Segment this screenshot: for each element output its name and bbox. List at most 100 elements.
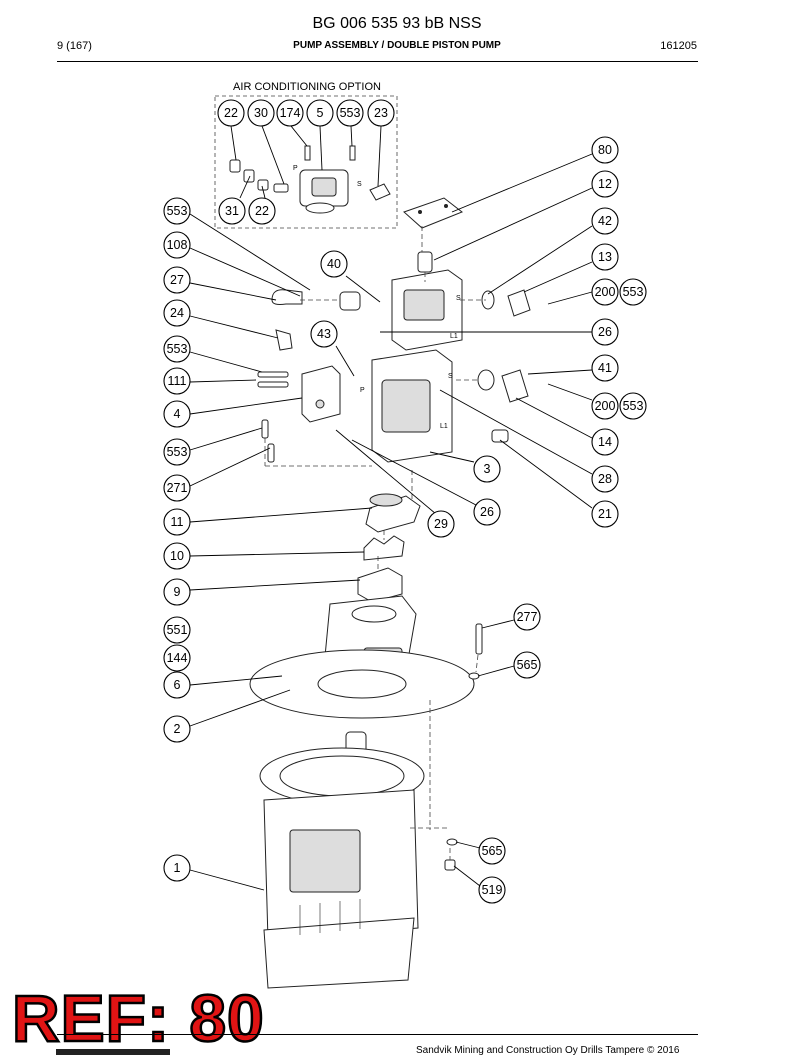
callout-111: 111: [163, 367, 191, 395]
callout-22: 22: [248, 197, 276, 225]
air-conditioning-option-box: AIR CONDITIONING OPTION P S: [214, 81, 398, 229]
svg-text:108: 108: [167, 238, 188, 252]
callout-553: 553: [619, 392, 647, 420]
callout-43: 43: [310, 320, 338, 348]
svg-text:1: 1: [174, 861, 181, 875]
date-code: 161205: [660, 40, 697, 52]
svg-text:43: 43: [317, 327, 331, 341]
svg-text:144: 144: [167, 651, 188, 665]
callout-6: 6: [163, 671, 191, 699]
svg-text:23: 23: [374, 106, 388, 120]
callout-22: 22: [217, 99, 245, 127]
callout-553: 553: [336, 99, 364, 127]
valve-mark: P: [293, 165, 298, 172]
svg-text:3: 3: [484, 462, 491, 476]
valve-mark: P: [360, 387, 365, 394]
assembly-lines: [264, 226, 486, 860]
header-rule: [57, 61, 698, 62]
svg-text:26: 26: [480, 505, 494, 519]
svg-text:551: 551: [167, 623, 188, 637]
callout-553: 553: [163, 335, 191, 363]
svg-text:12: 12: [598, 177, 612, 191]
valve-mark: S: [357, 181, 362, 188]
callout-41: 41: [591, 354, 619, 382]
callout-519: 519: [478, 876, 506, 904]
valve-mark: S: [456, 295, 461, 302]
company-logo: [56, 1049, 170, 1055]
svg-text:4: 4: [174, 407, 181, 421]
svg-text:24: 24: [170, 306, 184, 320]
callout-26: 26: [591, 318, 619, 346]
svg-text:80: 80: [598, 143, 612, 157]
callout-1: 1: [163, 854, 191, 882]
callout-26: 26: [473, 498, 501, 526]
svg-text:31: 31: [225, 204, 239, 218]
leader-lines: [189, 125, 593, 891]
callout-551: 551: [163, 616, 191, 644]
svg-text:42: 42: [598, 214, 612, 228]
callout-14: 14: [591, 428, 619, 456]
svg-text:553: 553: [623, 285, 644, 299]
callout-565: 565: [513, 651, 541, 679]
callout-40: 40: [320, 250, 348, 278]
callout-553: 553: [619, 278, 647, 306]
callout-200: 200: [591, 278, 619, 306]
svg-text:565: 565: [517, 658, 538, 672]
callout-28: 28: [591, 465, 619, 493]
svg-text:2: 2: [174, 722, 181, 736]
callout-565: 565: [478, 837, 506, 865]
svg-text:174: 174: [280, 106, 301, 120]
svg-text:14: 14: [598, 435, 612, 449]
callout-174: 174: [276, 99, 304, 127]
svg-text:22: 22: [255, 204, 269, 218]
callout-21: 21: [591, 500, 619, 528]
callout-553: 553: [163, 197, 191, 225]
callout-2: 2: [163, 715, 191, 743]
footer-copyright: Sandvik Mining and Construction Oy Drill…: [416, 1045, 680, 1056]
svg-text:13: 13: [598, 250, 612, 264]
callout-29: 29: [427, 510, 455, 538]
callout-80: 80: [591, 136, 619, 164]
svg-text:6: 6: [174, 678, 181, 692]
callout-3: 3: [473, 455, 501, 483]
valve-mark: L1: [450, 333, 458, 340]
pump-assembly: S L1 P S L1: [249, 197, 531, 989]
svg-text:26: 26: [598, 325, 612, 339]
svg-text:10: 10: [170, 549, 184, 563]
svg-text:5: 5: [317, 106, 324, 120]
section-title: PUMP ASSEMBLY / DOUBLE PISTON PUMP: [293, 40, 501, 51]
valve-mark: S: [448, 373, 453, 380]
callout-9: 9: [163, 578, 191, 606]
callout-31: 31: [218, 197, 246, 225]
callout-10: 10: [163, 542, 191, 570]
svg-text:553: 553: [340, 106, 361, 120]
ref-stamp: REF: 80: [11, 981, 265, 1055]
svg-text:553: 553: [623, 399, 644, 413]
svg-text:9: 9: [174, 585, 181, 599]
svg-text:22: 22: [224, 106, 238, 120]
svg-text:519: 519: [482, 883, 503, 897]
valve-mark: L1: [440, 423, 448, 430]
svg-text:29: 29: [434, 517, 448, 531]
callout-23: 23: [367, 99, 395, 127]
svg-text:271: 271: [167, 481, 188, 495]
callout-11: 11: [163, 508, 191, 536]
svg-text:30: 30: [254, 106, 268, 120]
svg-text:553: 553: [167, 342, 188, 356]
document-id: BG 006 535 93 bB NSS: [312, 15, 482, 32]
callout-144: 144: [163, 644, 191, 672]
callout-5: 5: [306, 99, 334, 127]
callout-13: 13: [591, 243, 619, 271]
callout-30: 30: [247, 99, 275, 127]
callout-4: 4: [163, 400, 191, 428]
option-box-label: AIR CONDITIONING OPTION: [233, 81, 381, 93]
callout-277: 277: [513, 603, 541, 631]
callout-27: 27: [163, 266, 191, 294]
callout-271: 271: [163, 474, 191, 502]
footer-rule: [57, 1034, 698, 1035]
svg-text:21: 21: [598, 507, 612, 521]
callout-108: 108: [163, 231, 191, 259]
callout-24: 24: [163, 299, 191, 327]
svg-text:200: 200: [595, 285, 616, 299]
callout-12: 12: [591, 170, 619, 198]
